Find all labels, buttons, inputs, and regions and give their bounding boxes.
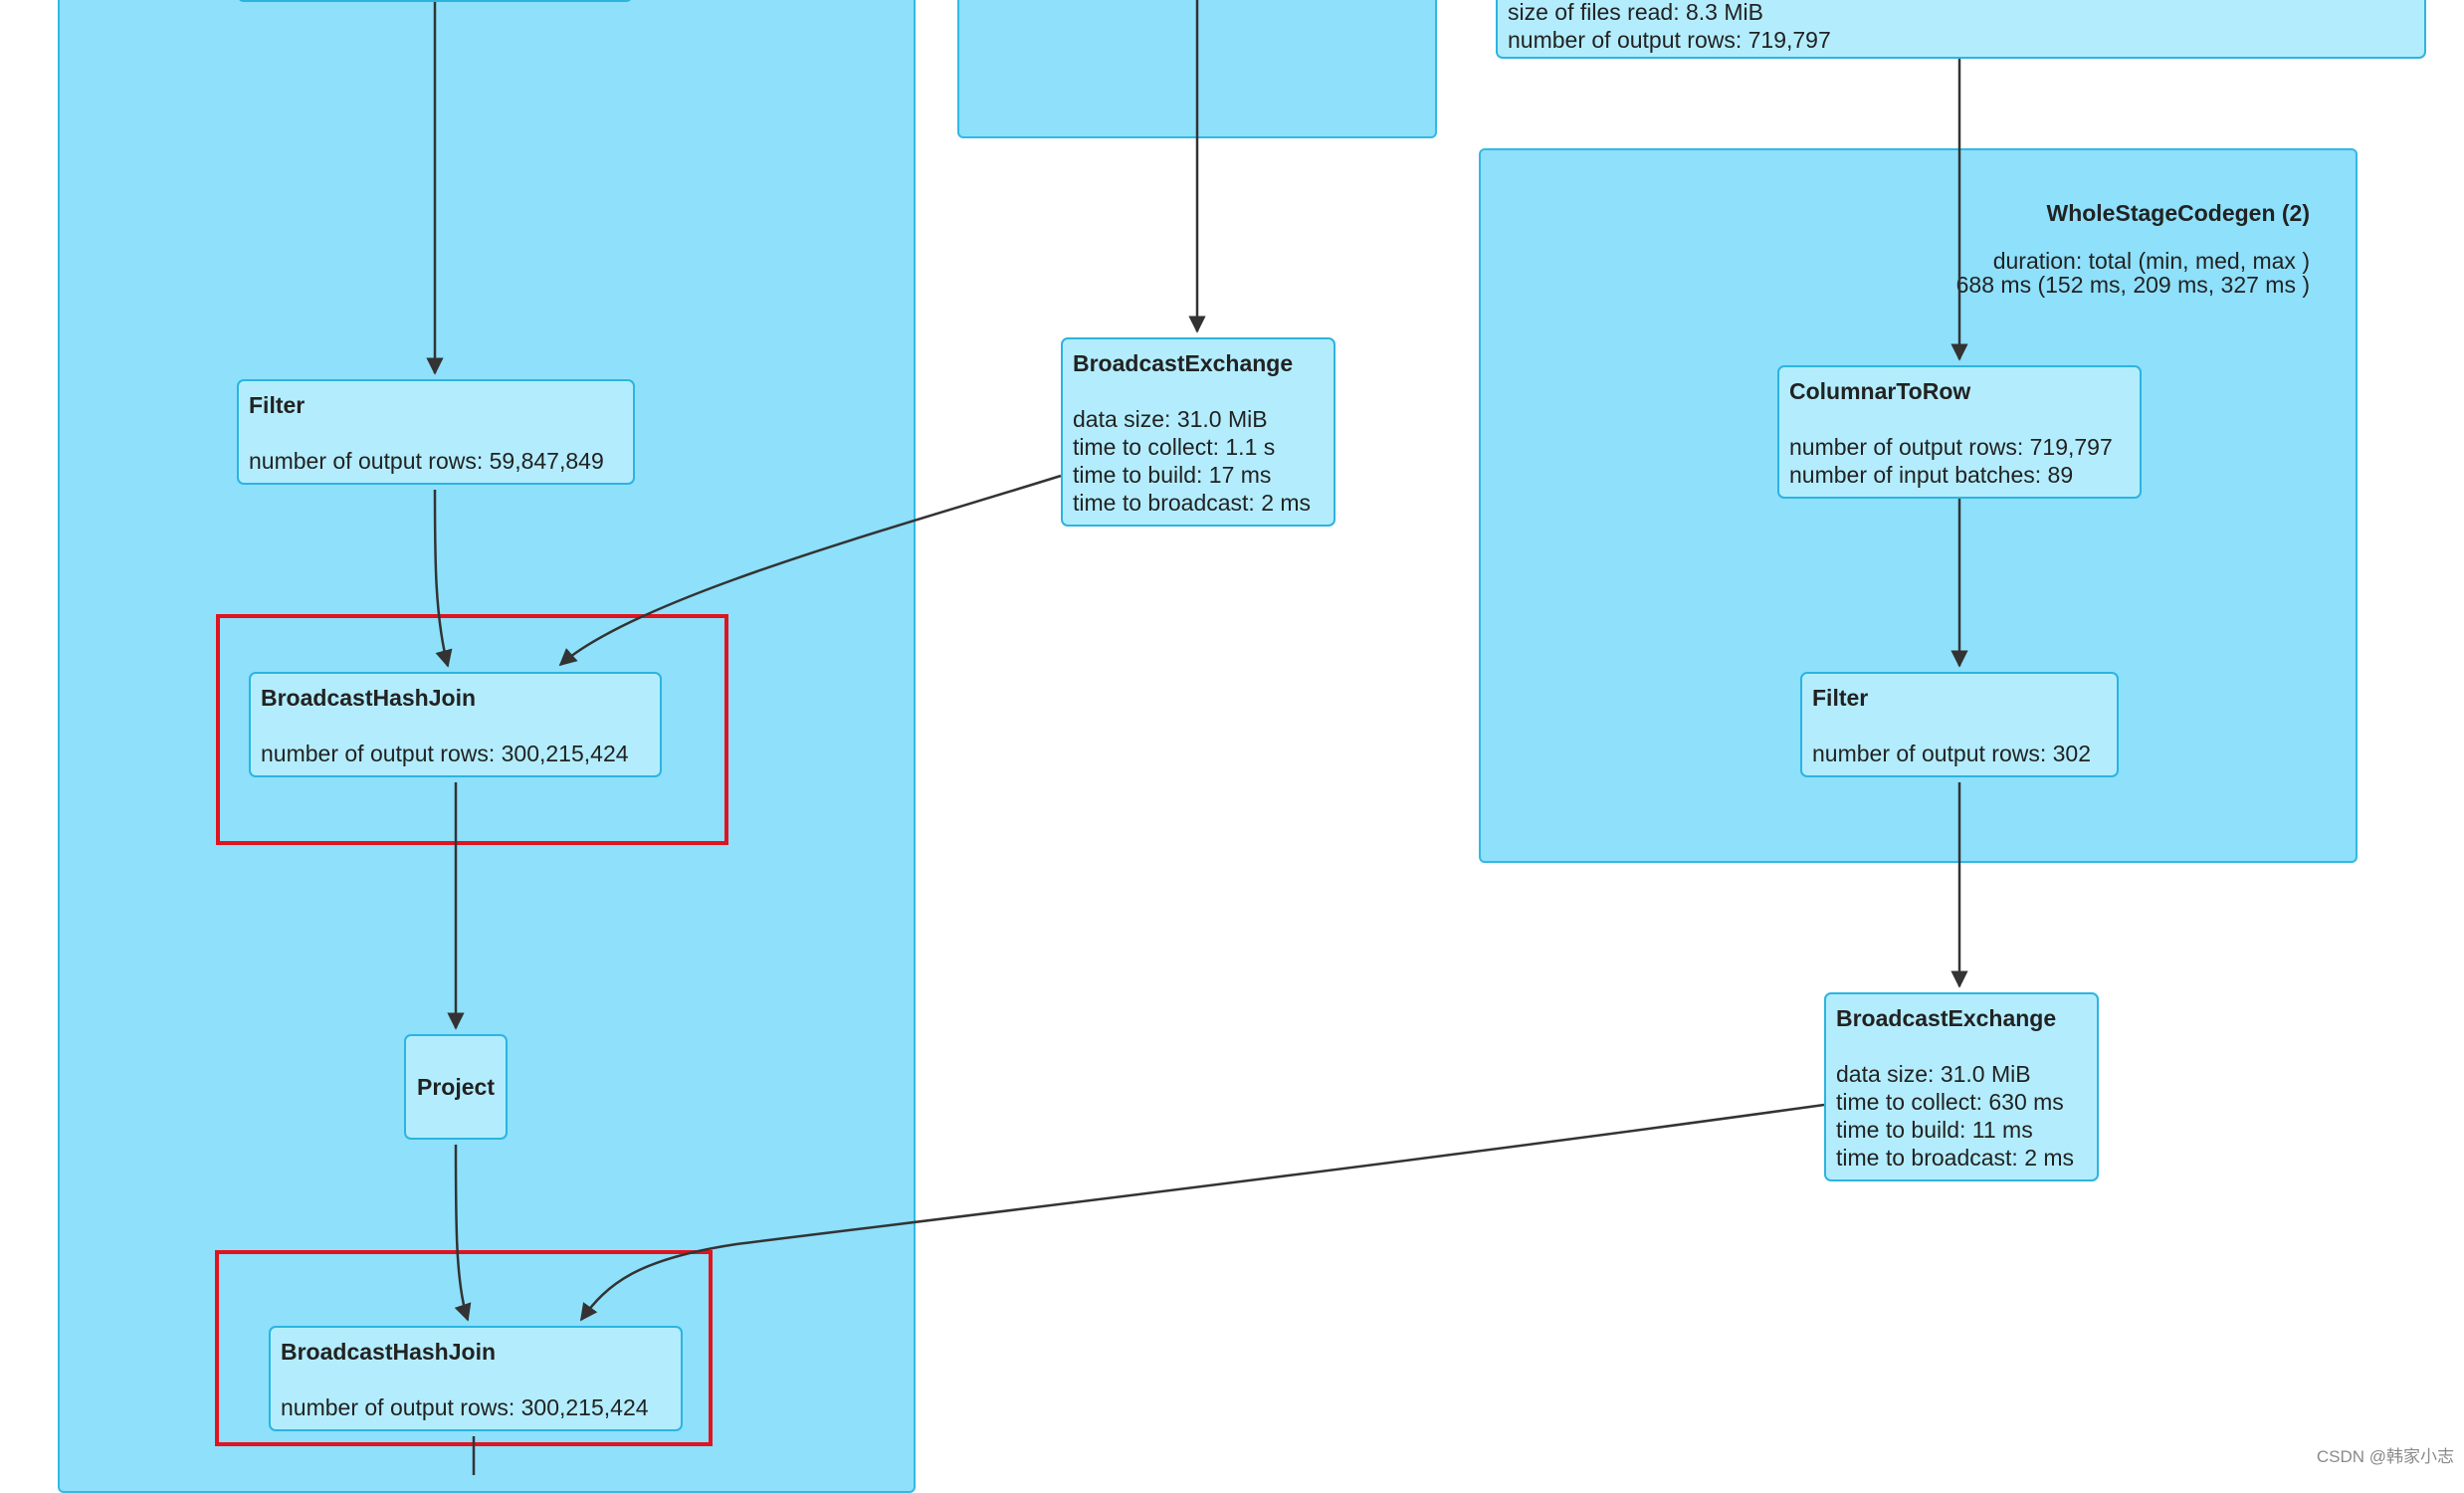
edge-arrow xyxy=(435,490,448,666)
edge-arrow xyxy=(456,1145,468,1320)
edge-arrow xyxy=(581,1105,1824,1320)
edge-arrow xyxy=(560,476,1061,665)
watermark: CSDN @韩家小志 xyxy=(2317,1442,2454,1467)
